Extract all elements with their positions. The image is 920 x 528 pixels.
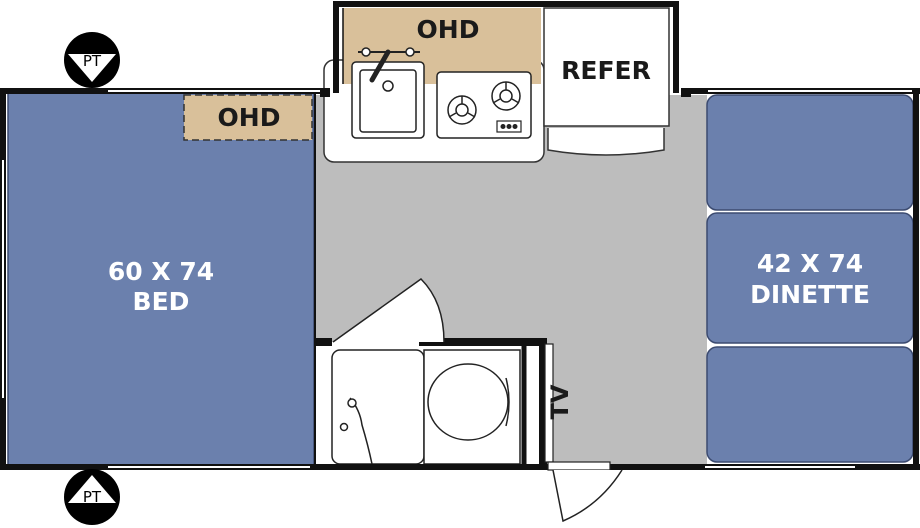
dinette-label: DINETTE [750, 280, 870, 309]
kitchen-ohd-label: OHD [417, 15, 480, 44]
faucet-handle-right [405, 47, 415, 57]
bed-label: BED [133, 287, 190, 316]
pt-marker-bottom: PT [64, 469, 120, 525]
pt-top-label: PT [83, 52, 102, 70]
toilet-tank [505, 377, 510, 427]
bumpout-corner-left [320, 88, 330, 97]
stove-knob-3 [512, 124, 518, 129]
dinette-table [706, 212, 914, 344]
pt-bottom-label: PT [83, 488, 102, 506]
sink-inner [359, 69, 417, 133]
dinette-back-cushion-bottom [706, 346, 914, 463]
refer-label: REFER [561, 56, 651, 85]
bumpout-corner-right [681, 88, 691, 97]
burner-left [447, 95, 477, 125]
bed-overhead-cabinet [183, 94, 313, 141]
bed-size-label: 60 X 74 [108, 257, 214, 286]
stove-knob-1 [500, 124, 506, 129]
dinette-back-cushion-top [706, 94, 914, 211]
toilet-bowl [427, 363, 509, 441]
sink-drain [382, 80, 394, 92]
bumpout-wall [333, 1, 679, 93]
bathroom-door-swing [332, 278, 445, 343]
burner-right [491, 81, 521, 111]
stove-knob-2 [506, 124, 512, 129]
shower-drain [347, 398, 357, 408]
refrigerator [543, 7, 670, 127]
dinette-size-label: 42 X 74 [757, 249, 863, 278]
refrigerator-door-swing [547, 128, 665, 156]
bed-ohd-label: OHD [218, 103, 281, 132]
faucet-handle-left [361, 47, 371, 57]
bathroom-walls [316, 338, 547, 466]
entry-door-jamb [547, 461, 611, 471]
pt-marker-top: PT [64, 32, 120, 88]
entry-door-swing [552, 469, 623, 523]
sink-faucet [369, 49, 391, 83]
shower [331, 349, 425, 465]
shower-head [339, 422, 349, 432]
tv-label: TV [546, 384, 574, 419]
